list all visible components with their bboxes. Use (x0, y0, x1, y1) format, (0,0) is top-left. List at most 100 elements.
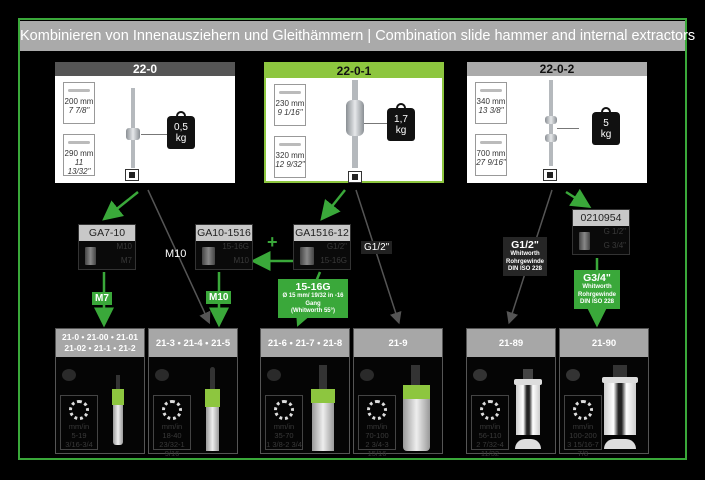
models-line: 21-0 • 21-00 • 21-01 (62, 332, 138, 342)
thread-top: M10 (116, 242, 132, 251)
extractor-crossbar-icon (514, 379, 542, 385)
page-title: Kombinieren von Innenausziehern und Glei… (20, 21, 695, 51)
ring-icon (162, 400, 182, 420)
adapter-name: GA10-1516 (196, 225, 252, 241)
extractor-card-21-9[interactable]: 21-9 mm/in 70-100 2 3/4-3 15/16 (353, 328, 443, 458)
arrow-22-0-1-to-21-9 (355, 189, 402, 325)
range-in: 1 3/8-2 3/4 (266, 440, 302, 449)
length-short: 230 mm (275, 99, 305, 108)
arrow-22-0-to-ga7-10 (102, 191, 139, 221)
range-box: mm/in 35-70 1 3/8-2 3/4 (265, 395, 303, 450)
range-box: mm/in 5-19 3/16-3/4 (60, 395, 98, 450)
adapter-ga1516-12[interactable]: GA1516-12 G1/2" 15-16G (293, 224, 351, 270)
extractor-spindle-icon (116, 375, 120, 389)
slide-hammer-22-0-1[interactable]: 22-0-1 230 mm 9 1/16" 320 mm 12 9/32" 1,… (264, 62, 444, 183)
short-length-box: 230 mm 9 1/16" (274, 84, 306, 126)
extractor-crossbar-icon (602, 377, 638, 383)
range-in: 3 15/16-7 7/8 (567, 440, 599, 458)
range-unit: mm/in (273, 422, 295, 431)
models-line: 21-02 • 21-1 • 21-2 (64, 343, 136, 353)
length-short-inch: 9 1/16" (277, 108, 303, 117)
length-long-inch: 27 9/16" (476, 158, 506, 167)
range-in: 23/32-1 9/16 (159, 440, 185, 458)
thread-bottom: 15-16G (320, 256, 347, 265)
weight-connector (557, 128, 579, 129)
extractor-card-21-0[interactable]: 21-0 • 21-00 • 21-01 21-02 • 21-1 • 21-2… (55, 328, 145, 454)
thread-bottom: M10 (233, 256, 249, 265)
ring-icon (69, 400, 89, 420)
extractor-body-icon (604, 383, 636, 435)
adapter-name: 0210954 (573, 210, 629, 226)
spec-title: G3/4" (583, 272, 611, 284)
hammer-short-icon (275, 85, 305, 99)
spec-title: G1/2" (511, 239, 539, 251)
spec-line: Rohrgewinde (577, 291, 616, 298)
ring-icon (274, 400, 294, 420)
slot-icon (267, 369, 281, 381)
short-length-box: 200 mm 7 7/8" (63, 82, 95, 124)
hammer-model-label: 22-0-2 (467, 62, 647, 76)
hammer-slider (126, 128, 140, 140)
ring-icon (480, 400, 500, 420)
spec-line: Ø 15 mm/ 19/32 in -16 Gang (282, 293, 344, 307)
extractor-spindle-icon (319, 365, 327, 389)
range-mm: 35-70 (274, 431, 294, 440)
range-in: 2 7/32-4 11/32 (476, 440, 504, 458)
extractor-collar-icon (311, 389, 335, 403)
adapter-part-icon (579, 232, 590, 250)
adapter-0210954[interactable]: 0210954 G 1/2" G 3/4" (572, 209, 630, 255)
adapter-part-icon (300, 247, 314, 265)
long-length-box: 320 mm 12 9/32" (274, 136, 306, 178)
spec-title: 15-16G (295, 281, 331, 293)
models-line: 21-90 (591, 337, 617, 349)
thread-top: 15-16G (222, 242, 249, 251)
arrow-22-0-1-to-ga1516-12 (320, 189, 346, 221)
thread-label-m7: M7 (92, 292, 112, 305)
short-length-box: 340 mm 13 3/8" (475, 82, 507, 124)
mercedes-star-icon (473, 369, 487, 381)
extractor-spindle-icon (523, 369, 533, 379)
extractor-collar-icon (403, 385, 430, 399)
hammer-long-icon (275, 137, 305, 151)
hammer-slider-lower (545, 134, 557, 142)
weight-connector (141, 134, 167, 135)
long-length-box: 700 mm 27 9/16" (475, 134, 507, 176)
extractor-body-icon (206, 407, 219, 451)
card-header: 21-89 (467, 329, 555, 357)
length-long: 320 mm (275, 151, 305, 160)
thread-bottom: M7 (120, 256, 132, 265)
mercedes-star-icon (566, 369, 580, 381)
extractor-spindle-icon (613, 365, 627, 377)
card-header: 21-6 • 21-7 • 21-8 (261, 329, 349, 357)
extractor-card-21-89[interactable]: 21-89 mm/in 56-110 2 7/32-4 11/32 (466, 328, 556, 458)
extractor-foot-icon (604, 439, 636, 449)
hammer-slider (346, 100, 364, 136)
extractor-body-icon (312, 403, 334, 451)
spec-line: DIN ISO 228 (507, 266, 542, 272)
adapter-ga7-10[interactable]: GA7-10 M10 M7 (78, 224, 136, 270)
hammer-model-label: 22-0 (55, 62, 235, 76)
adapter-ga10-1516[interactable]: GA10-1516 15-16G M10 (195, 224, 253, 270)
card-header: 21-9 (354, 329, 442, 357)
range-box: mm/in 56-110 2 7/32-4 11/32 (471, 395, 509, 458)
range-box: mm/in 100-200 3 15/16-7 7/8 (564, 395, 602, 458)
slot-icon (360, 369, 374, 381)
range-mm: 18-40 (162, 431, 182, 440)
thread-label-m10-direct: M10 (165, 248, 187, 260)
adapter-name: GA7-10 (79, 225, 135, 241)
extractor-card-21-90[interactable]: 21-90 mm/in 100-200 3 15/16-7 7/8 (559, 328, 649, 458)
length-short: 340 mm (476, 97, 506, 106)
length-short-inch: 7 7/8" (68, 106, 90, 115)
spec-line: Whitworth (510, 251, 540, 257)
extractor-card-21-6[interactable]: 21-6 • 21-7 • 21-8 mm/in 35-70 1 3/8-2 3… (260, 328, 350, 454)
extractor-card-21-3[interactable]: 21-3 • 21-4 • 21-5 mm/in 18-40 23/32-1 9… (148, 328, 238, 458)
spec-15-16g: 15-16G Ø 15 mm/ 19/32 in -16 Gang (Whitw… (278, 279, 348, 318)
extractor-spindle-icon (210, 367, 215, 389)
adapter-part-icon (85, 247, 96, 265)
extractor-spindle-icon (411, 365, 420, 385)
extractor-collar-icon (112, 389, 124, 405)
